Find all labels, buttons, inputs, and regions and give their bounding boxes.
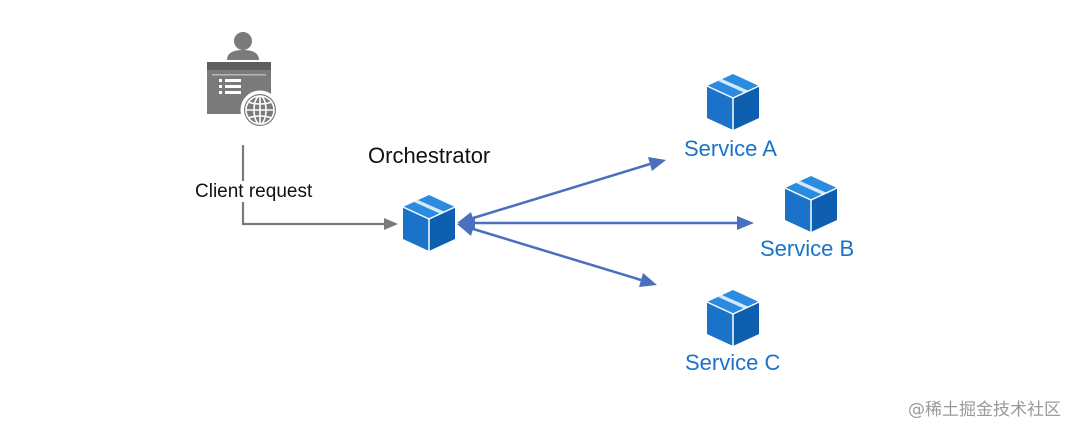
arrow-orchestrator-service-b — [458, 216, 754, 230]
service-a-label: Service A — [684, 136, 777, 161]
orchestrator-box-icon — [402, 194, 456, 252]
browser-window-icon — [207, 62, 271, 114]
globe-icon — [240, 90, 280, 130]
service-c-label: Service C — [685, 350, 781, 375]
client-request-label: Client request — [193, 181, 315, 202]
watermark: @稀土掘金技术社区 — [908, 400, 1061, 420]
client-icon — [207, 32, 280, 130]
service-a-box-icon — [706, 73, 760, 131]
user-icon — [227, 32, 259, 60]
service-b-label: Service B — [760, 236, 855, 261]
arrow-orchestrator-service-c — [457, 222, 657, 287]
client-request-connector — [241, 145, 398, 230]
service-c-box-icon — [706, 289, 760, 347]
service-b-box-icon — [784, 175, 838, 233]
orchestrator-label: Orchestrator — [368, 143, 491, 168]
